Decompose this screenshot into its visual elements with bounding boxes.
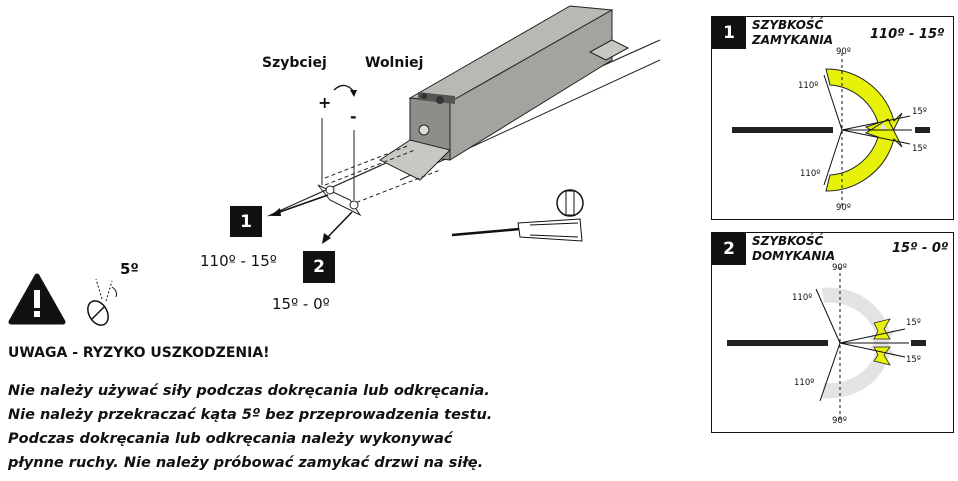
angle-90-top: 90º: [832, 263, 847, 273]
faster-label: Szybciej: [262, 55, 327, 71]
angle-110-upper: 110º: [798, 81, 819, 91]
warning-icon: [8, 273, 66, 325]
valve-1-range: 110º - 15º: [200, 252, 277, 270]
angle-90-bottom: 90º: [836, 203, 851, 213]
valve-2-badge: 2: [303, 251, 335, 283]
angle-15-lower: 15º: [906, 355, 921, 365]
warning-title: UWAGA - RYZYKO USZKODZENIA!: [8, 345, 270, 361]
slower-label: Wolniej: [365, 55, 424, 71]
warning-line: płynne ruchy. Nie należy próbować zamyka…: [8, 455, 484, 471]
door-closer-drawing: [267, 5, 661, 244]
latching-speed-angle-diagram: [727, 267, 926, 423]
title-line: SZYBKOŚĆ: [752, 18, 824, 32]
minus-sign: -: [350, 107, 357, 126]
screwdriver-icon: [451, 189, 584, 242]
panel-2-badge: 2: [712, 233, 746, 265]
plus-sign: +: [318, 93, 332, 112]
rotate-arrow-icon: [333, 84, 357, 97]
warning-line: Nie należy przekraczać kąta 5º bez przep…: [8, 407, 493, 423]
angle-90-top: 90º: [836, 47, 851, 57]
angle-90-bottom: 90º: [832, 416, 847, 426]
panel-2-range: 15º - 0º: [892, 241, 949, 256]
angle-110-upper: 110º: [792, 293, 813, 303]
angle-110-lower: 110º: [794, 378, 815, 388]
angle-15-upper: 15º: [912, 107, 927, 117]
closing-speed-angle-diagram: [732, 53, 930, 209]
panel-1-range: 110º - 15º: [870, 27, 945, 42]
max-angle-label: 5º: [120, 260, 139, 278]
valve-2-range: 15º - 0º: [272, 295, 330, 313]
warning-line: Podczas dokręcania lub odkręcania należy…: [8, 431, 453, 447]
angle-15-lower: 15º: [912, 144, 927, 154]
title-line: ZAMYKANIA: [752, 33, 833, 47]
warning-line: Nie należy używać siły podczas dokręcani…: [8, 383, 490, 399]
panel-1-badge: 1: [712, 17, 746, 49]
angle-110-lower: 110º: [800, 169, 821, 179]
angle-15-upper: 15º: [906, 318, 921, 328]
title-line: DOMYKANIA: [752, 249, 836, 263]
valve-1-badge: 1: [230, 206, 262, 237]
screw-angle-icon: [87, 278, 117, 326]
title-line: SZYBKOŚĆ: [752, 234, 824, 248]
